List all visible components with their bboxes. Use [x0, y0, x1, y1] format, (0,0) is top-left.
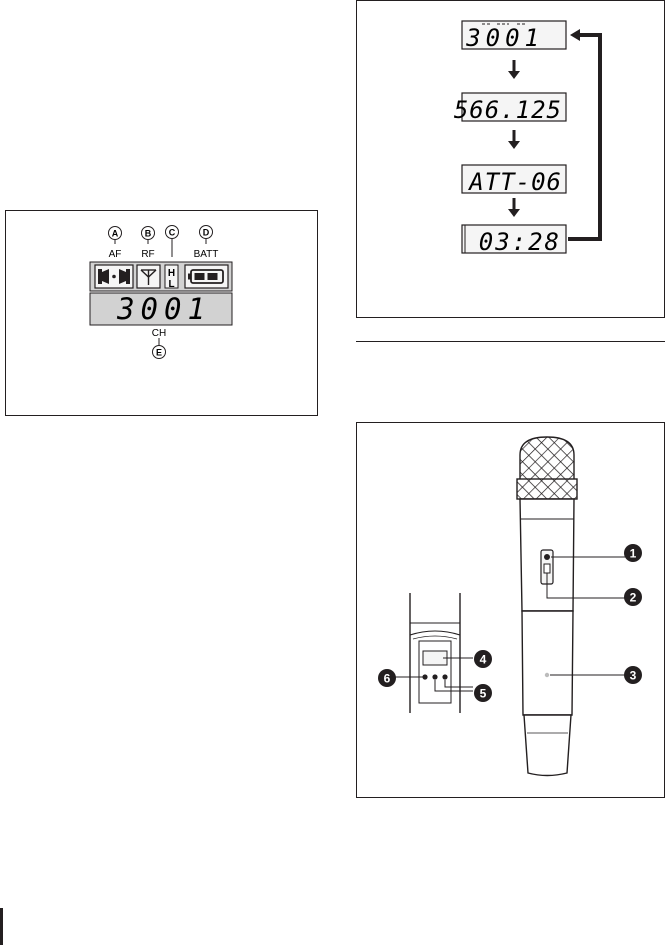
svg-text:L: L	[168, 279, 174, 290]
channel-readout: 3001	[116, 292, 211, 326]
svg-text:2: 2	[630, 591, 637, 605]
sequence-screen-4: 03:28	[462, 225, 566, 256]
svg-text:C: C	[169, 228, 176, 238]
svg-text:5: 5	[480, 687, 487, 701]
callout-c: C	[166, 226, 179, 258]
power-level-indicator: H L	[165, 265, 178, 290]
battery-compartment-inset	[410, 593, 460, 713]
sequence-screen-2: 566.125	[454, 93, 566, 124]
display-panel-figure: A B C D AF RF BATT	[6, 211, 319, 417]
callout-d: D	[200, 226, 213, 245]
sequence-screen-3: ATT-06	[462, 165, 566, 196]
sequence-screen-1: 3001	[462, 21, 566, 52]
section-separator	[356, 341, 665, 342]
antenna-icon	[137, 265, 160, 288]
microphone-parts-panel: 1 2 3 4	[356, 422, 665, 798]
svg-text:3001: 3001	[465, 24, 544, 52]
mic-bottom-tip	[524, 715, 571, 776]
display-sequence-figure: 3001 566.125 ATT-06 03:28	[357, 1, 666, 319]
callout-4: 4	[474, 650, 492, 668]
speaker-icon	[95, 265, 133, 288]
power-indicator	[544, 554, 550, 560]
mic-grille-ring	[517, 479, 577, 499]
svg-text:3: 3	[630, 669, 637, 683]
svg-text:A: A	[112, 229, 119, 239]
callout-a: A	[109, 227, 122, 245]
microphone-parts-figure: 1 2 3 4	[357, 423, 666, 799]
svg-text:03:28: 03:28	[479, 228, 561, 256]
callout-3: 3	[624, 666, 642, 684]
page-margin-rule	[0, 908, 3, 945]
svg-text:B: B	[145, 229, 152, 239]
down-arrow-icon	[508, 60, 520, 79]
up-button	[432, 674, 437, 679]
display-panel: A B C D AF RF BATT	[5, 210, 318, 416]
svg-text:E: E	[156, 348, 162, 358]
svg-text:566.125: 566.125	[454, 96, 562, 124]
callout-2: 2	[624, 588, 642, 606]
mic-grille	[520, 437, 574, 481]
callout-5: 5	[474, 684, 492, 702]
svg-text:D: D	[203, 228, 210, 238]
down-button	[442, 674, 447, 679]
callout-b: B	[142, 227, 155, 245]
down-arrow-icon	[508, 130, 520, 149]
svg-text:H: H	[168, 268, 175, 279]
svg-text:4: 4	[480, 653, 487, 667]
batt-label: BATT	[194, 249, 219, 260]
callout-6: 6	[378, 669, 396, 687]
microphone	[517, 437, 577, 776]
down-arrow-icon	[508, 198, 520, 217]
callout-e: E	[153, 338, 166, 359]
return-arrow-icon	[568, 29, 600, 239]
ch-label: CH	[152, 328, 166, 339]
rf-label: RF	[141, 249, 154, 260]
svg-text:ATT-06: ATT-06	[467, 168, 562, 196]
svg-text:6: 6	[384, 672, 391, 686]
display-sequence-panel: 3001 566.125 ATT-06 03:28	[356, 0, 665, 318]
set-button	[422, 674, 427, 679]
battery-icon	[185, 265, 228, 288]
svg-text:1: 1	[630, 547, 637, 561]
mic-battery-cover	[522, 611, 573, 715]
af-label: AF	[109, 249, 122, 260]
callout-1: 1	[624, 544, 642, 562]
